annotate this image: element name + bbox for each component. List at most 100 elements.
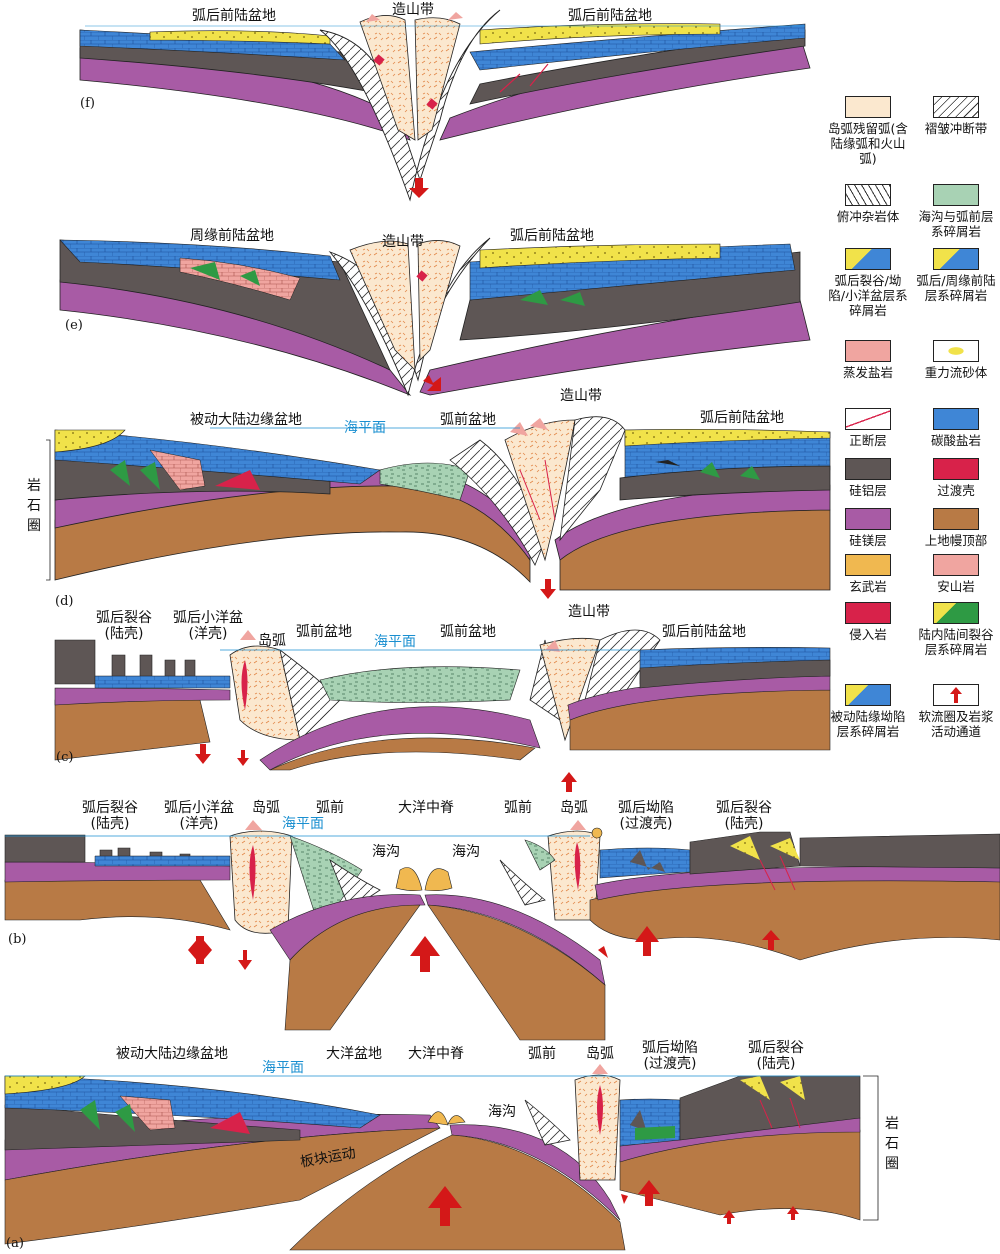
legend-label: 软流圈及岩浆活动通道: [918, 709, 994, 739]
panel-c-right-label: 弧后前陆盆地: [662, 624, 746, 640]
legend-label: 俯冲杂岩体: [836, 209, 900, 224]
panel-f-left-label: 弧后前陆盆地: [192, 8, 276, 24]
panel-e-section: [59, 237, 811, 397]
panel-d-section: [46, 416, 831, 599]
panel-c-id: (c): [56, 750, 74, 765]
panel-d-lithosphere-label: 岩 石 圈: [26, 476, 42, 536]
panel-d-side-char-1: 岩: [27, 478, 41, 494]
panel-a-side-char-2: 石: [885, 1136, 899, 1152]
legend-item-foreland: 弧后/周缘前陆层系碎屑岩: [916, 248, 996, 303]
panel-a-rift-label: 弧后裂谷 (陆壳): [748, 1040, 804, 1072]
panel-d-left-label: 被动大陆边缘盆地: [190, 412, 302, 428]
legend-item-basalt: 玄武岩: [828, 554, 908, 594]
legend-item-sial: 硅铝层: [828, 458, 908, 498]
intrusive-swatch-icon: [845, 602, 891, 624]
panel-a-depression-label: 弧后坳陷 (过渡壳): [642, 1040, 698, 1072]
sial-swatch-icon: [845, 458, 891, 480]
panel-a-lithosphere-label: 岩 石 圈: [884, 1114, 900, 1174]
legend-label: 弧后裂谷/坳陷/小洋盆层系碎屑岩: [828, 273, 908, 318]
up-arrow-icon: [950, 687, 962, 703]
legend-item-transition-crust: 过渡壳: [916, 458, 996, 498]
panel-b-rift-sub: (陆壳): [90, 816, 130, 832]
panel-e-center-label: 造山带: [382, 234, 424, 250]
panel-b-depression-title: 弧后坳陷: [618, 800, 674, 816]
panel-d-sea-level-label: 海平面: [344, 420, 386, 436]
panel-a-forearc-label: 弧前: [528, 1046, 556, 1062]
legend-item-normal-fault: 正断层: [828, 408, 908, 448]
panel-b-depression-sub: (过渡壳): [619, 816, 673, 832]
legend-label: 重力流砂体: [924, 365, 988, 380]
legend-label: 侵入岩: [849, 627, 887, 642]
legend-item-intrusive: 侵入岩: [828, 602, 908, 642]
panel-c-forearc2-label: 弧前盆地: [440, 624, 496, 640]
panel-a-trench-label: 海沟: [488, 1104, 516, 1120]
gravity-flow-swatch-icon: [933, 340, 979, 362]
panel-a-section: [4, 1064, 879, 1251]
transition-crust-swatch-icon: [933, 458, 979, 480]
panel-b-depression-label: 弧后坳陷 (过渡壳): [618, 800, 674, 832]
trench-forearc-swatch-icon: [933, 184, 979, 206]
basalt-swatch-icon: [845, 554, 891, 576]
panel-b-ocean-label: 弧后小洋盆 (洋壳): [164, 800, 234, 832]
legend-item-trench-forearc: 海沟与弧前层系碎屑岩: [916, 184, 996, 239]
legend-label: 褶皱冲断带: [924, 121, 988, 136]
panel-b-forearc1-label: 弧前: [316, 800, 344, 816]
legend-item-sima: 硅镁层: [828, 508, 908, 548]
legend-label: 陆内陆间裂谷层系碎屑岩: [918, 627, 994, 657]
panel-b-ridge-label: 大洋中脊: [398, 800, 454, 816]
panel-a-ridge-label: 大洋中脊: [408, 1046, 464, 1062]
panel-a-id: (a): [6, 1236, 24, 1251]
panel-d-id: (d): [55, 594, 74, 609]
panel-d-side-char-2: 石: [27, 498, 41, 514]
panel-c-forearc1-label: 弧前盆地: [296, 624, 352, 640]
legend-label: 硅铝层: [849, 483, 887, 498]
legend-label: 过渡壳: [937, 483, 975, 498]
panel-a-depression-sub: (过渡壳): [643, 1056, 697, 1072]
panel-d-right-label: 弧后前陆盆地: [700, 410, 784, 426]
upper-mantle-swatch-icon: [933, 508, 979, 530]
legend-item-andesite: 安山岩: [916, 554, 996, 594]
legend-label: 正断层: [849, 433, 887, 448]
panel-f-id: (f): [80, 96, 95, 111]
panel-b-rift-title: 弧后裂谷: [82, 800, 138, 816]
panel-d-orogen-label: 造山带: [560, 388, 602, 404]
legend-label: 蒸发盐岩: [842, 365, 893, 380]
legend-item-evaporite: 蒸发盐岩: [828, 340, 908, 380]
legend-item-magma-channel: 软流圈及岩浆活动通道: [916, 684, 996, 739]
passive-margin-swatch-icon: [845, 684, 891, 706]
legend-item-intracontinental-rift: 陆内陆间裂谷层系碎屑岩: [916, 602, 996, 657]
magma-channel-arrow-icon: [933, 684, 979, 706]
panel-c-ocean-label: 弧后小洋盆 (洋壳): [173, 610, 243, 642]
fold-thrust-swatch-icon: [933, 96, 979, 118]
panel-a-ocean-label: 大洋盆地: [326, 1046, 382, 1062]
legend-label: 上地幔顶部: [924, 533, 988, 548]
panel-b-arc2-label: 岛弧: [560, 800, 588, 816]
backarc-rift-swatch-icon: [845, 248, 891, 270]
intracontinental-rift-swatch-icon: [933, 602, 979, 624]
legend-label: 弧后/周缘前陆层系碎屑岩: [916, 273, 996, 303]
evaporite-swatch-icon: [845, 340, 891, 362]
panel-b-id: (b): [8, 932, 27, 947]
panel-a-rift-sub: (陆壳): [756, 1056, 796, 1072]
legend-label: 海沟与弧前层系碎屑岩: [918, 209, 994, 239]
panel-a-side-char-3: 圈: [885, 1156, 899, 1172]
andesite-swatch-icon: [933, 554, 979, 576]
panel-b-trench2-label: 海沟: [452, 844, 480, 860]
legend-label: 岛弧残留弧(含陆缘弧和火山弧): [828, 121, 908, 166]
panel-c-section: [54, 629, 831, 792]
legend-item-carbonate: 碳酸盐岩: [916, 408, 996, 448]
legend-item-gravity-flow: 重力流砂体: [916, 340, 996, 380]
panel-c-rift-sub: (陆壳): [104, 626, 144, 642]
panel-c-arc-label: 岛弧: [258, 633, 286, 649]
panel-b-arc1-label: 岛弧: [252, 800, 280, 816]
arc-remnant-swatch-icon: [845, 96, 891, 118]
panel-b-ocean-title: 弧后小洋盆: [164, 800, 234, 816]
panel-f-section: [79, 9, 811, 202]
panel-e-left-label: 周缘前陆盆地: [190, 228, 274, 244]
panel-c-sea-level-label: 海平面: [374, 634, 416, 650]
panel-c-rift-label: 弧后裂谷 (陆壳): [96, 610, 152, 642]
panel-b-ocean-sub: (洋壳): [179, 816, 219, 832]
legend-item-arc-remnant: 岛弧残留弧(含陆缘弧和火山弧): [828, 96, 908, 166]
legend-item-upper-mantle: 上地幔顶部: [916, 508, 996, 548]
legend-label: 硅镁层: [849, 533, 887, 548]
